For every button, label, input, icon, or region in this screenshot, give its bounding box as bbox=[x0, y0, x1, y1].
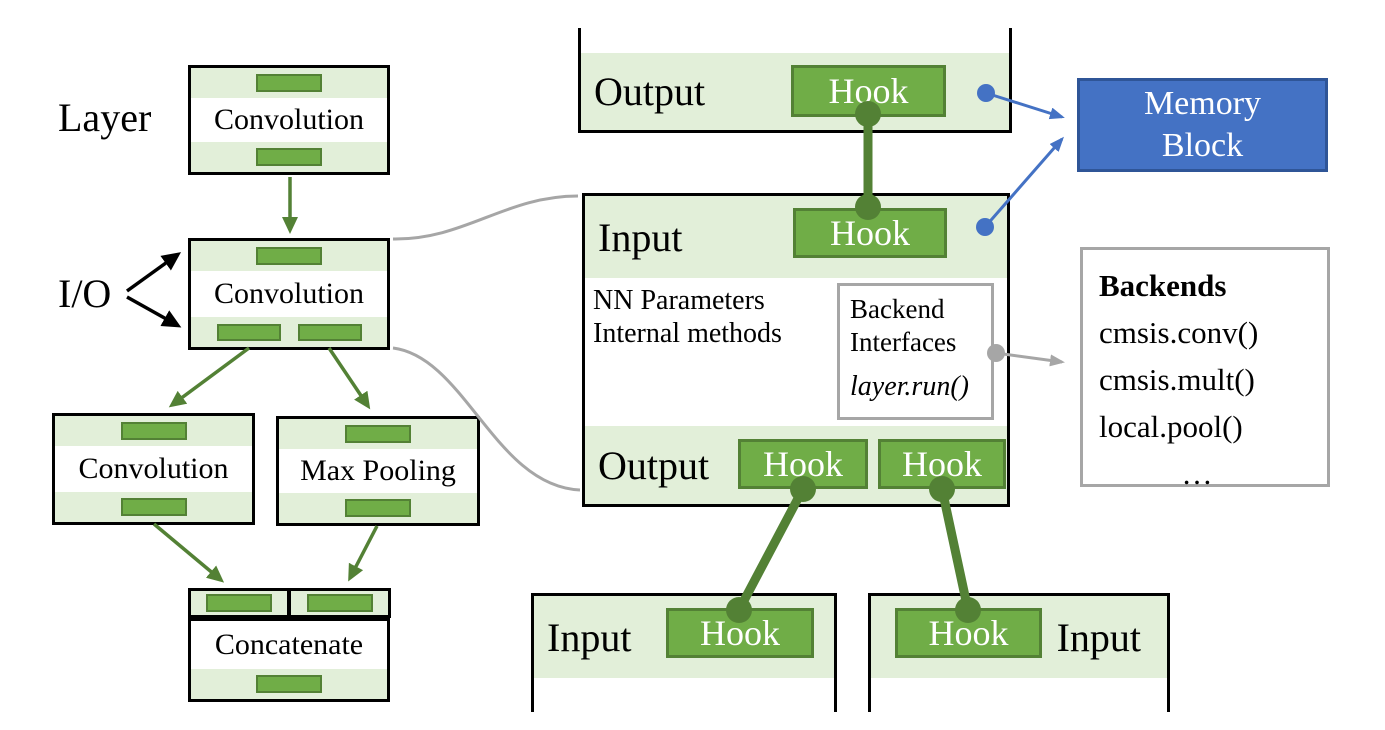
memory-block: Memory Block bbox=[1077, 78, 1328, 172]
backend-item: cmsis.conv() bbox=[1099, 315, 1259, 350]
graph-node-convolution-mid: Convolution bbox=[188, 238, 390, 350]
graph-node-concatenate: Concatenate bbox=[188, 618, 390, 702]
layer-run-method: layer.run() bbox=[850, 371, 969, 402]
output-band bbox=[55, 492, 252, 522]
output-hook-button: Hook bbox=[791, 65, 946, 117]
input-band bbox=[191, 68, 387, 98]
output-port bbox=[256, 148, 322, 166]
input-port bbox=[256, 247, 322, 265]
backends-title: Backends bbox=[1099, 268, 1227, 303]
backends-panel: Backends cmsis.conv() cmsis.mult() local… bbox=[1080, 247, 1330, 491]
output-port bbox=[256, 675, 322, 693]
input-band-label: Input bbox=[1056, 614, 1141, 660]
backend-item: local.pool() bbox=[1099, 409, 1243, 444]
backend-interfaces-line2: Interfaces bbox=[850, 327, 957, 357]
node-label: Max Pooling bbox=[300, 454, 456, 487]
arrow-conv-left-to-concat bbox=[152, 522, 225, 583]
output-hook-button-2: Hook bbox=[878, 439, 1006, 489]
input-band bbox=[191, 241, 387, 271]
output-port bbox=[345, 499, 411, 517]
connector-output1-to-next-left bbox=[734, 484, 808, 615]
node-label: Convolution bbox=[78, 452, 229, 485]
layer-label: Layer bbox=[58, 95, 152, 140]
arrow-io-to-input-band bbox=[125, 252, 182, 293]
node-label: Concatenate bbox=[214, 628, 364, 661]
io-label: I/O bbox=[58, 271, 112, 316]
internal-methods-text: Internal methods bbox=[593, 318, 782, 349]
arrow-max-pooling-to-concat bbox=[348, 525, 379, 582]
input-hook-button: Hook bbox=[793, 208, 947, 258]
memory-block-line1: Memory bbox=[1143, 85, 1262, 122]
output-port-1 bbox=[216, 323, 281, 341]
output-band bbox=[191, 317, 387, 347]
backend-item: cmsis.mult() bbox=[1099, 362, 1255, 397]
output-band-label: Output bbox=[594, 69, 706, 114]
input-hook-button: Hook bbox=[666, 608, 814, 658]
next-layer-right-box: Input Hook bbox=[868, 593, 1170, 712]
output-port-2 bbox=[297, 323, 362, 341]
arrow-io-to-output-band bbox=[126, 295, 182, 328]
next-layer-left-box: Input Hook bbox=[531, 593, 837, 712]
output-band bbox=[191, 142, 387, 172]
layer-body-text: NN Parameters Internal methods bbox=[593, 284, 782, 350]
output-hook-button-1: Hook bbox=[738, 439, 868, 489]
input-hook-button: Hook bbox=[895, 608, 1042, 658]
nn-parameters-text: NN Parameters bbox=[593, 285, 765, 316]
input-band-label: Input bbox=[598, 214, 683, 260]
expansion-curve-top bbox=[392, 194, 579, 241]
output-band bbox=[191, 669, 387, 699]
connector-output2-to-next-right bbox=[937, 484, 973, 615]
arrow-mid-to-conv-left bbox=[168, 346, 251, 408]
node-label: Convolution bbox=[213, 103, 364, 136]
current-layer-box: Input Hook NN Parameters Internal method… bbox=[582, 193, 1010, 507]
graph-node-max-pooling: Max Pooling bbox=[276, 416, 480, 526]
input-port-1 bbox=[206, 594, 272, 612]
input-band bbox=[279, 419, 477, 449]
input-port-2 bbox=[306, 594, 373, 612]
graph-node-convolution-top: Convolution bbox=[188, 65, 390, 175]
input-cell-left bbox=[188, 588, 290, 618]
input-port bbox=[256, 74, 322, 92]
prev-layer-box: Output Hook bbox=[578, 28, 1012, 133]
node-label: Convolution bbox=[213, 277, 364, 310]
output-port bbox=[120, 498, 187, 516]
graph-node-convolution-left: Convolution bbox=[52, 413, 255, 525]
output-band bbox=[279, 493, 477, 523]
arrow-mid-to-max-pooling bbox=[327, 347, 371, 410]
backend-item-ellipsis: … bbox=[1181, 456, 1213, 491]
backend-interfaces-line1: Backend bbox=[850, 294, 945, 324]
backend-interfaces-box: Backend Interfaces layer.run() bbox=[837, 283, 994, 420]
input-band-label: Input bbox=[547, 614, 632, 660]
memory-block-line2: Block bbox=[1161, 127, 1244, 164]
concatenate-input-cells bbox=[188, 588, 391, 618]
input-port bbox=[120, 422, 187, 440]
output-band-label: Output bbox=[598, 442, 710, 488]
input-band bbox=[55, 416, 252, 446]
input-cell-right bbox=[288, 588, 391, 618]
io-pointer-arrows bbox=[125, 252, 182, 328]
input-port bbox=[345, 425, 411, 443]
